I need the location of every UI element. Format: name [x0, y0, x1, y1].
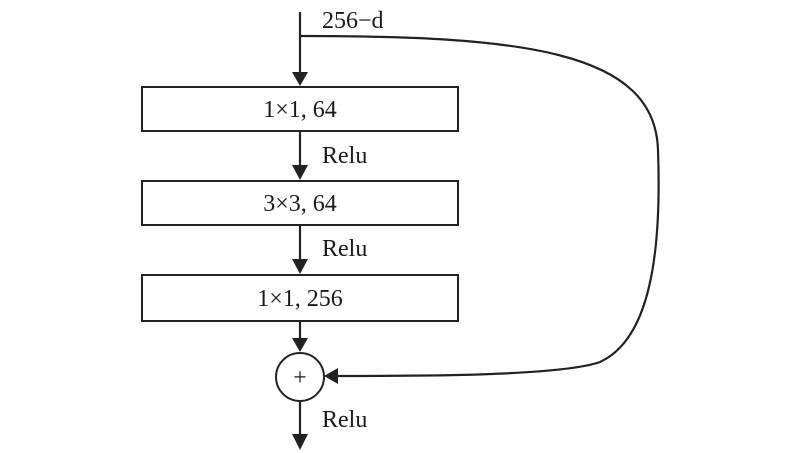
relu-label-3: Relu: [322, 407, 367, 433]
conv-block-1x1-64: [141, 86, 459, 132]
skip-connection-path: [299, 34, 660, 378]
conv-block-1x1-256-label: 1×1, 256: [257, 286, 343, 312]
input-dimension-label: 256−d: [322, 8, 384, 34]
addition-symbol: +: [293, 365, 307, 391]
conv-block-1x1-256: [141, 274, 459, 322]
output-arrowhead: [292, 434, 308, 450]
relu-label-1: Relu: [322, 143, 367, 169]
input-arrowhead: [292, 72, 308, 86]
arrowhead-block2-to-block3: [292, 259, 308, 274]
conv-block-3x3-64: [141, 180, 459, 226]
skip-connection-arrowhead: [324, 368, 338, 384]
conv-block-1x1-64-label: 1×1, 64: [263, 97, 337, 123]
arrowhead-block3-to-merge: [292, 338, 308, 352]
relu-label-2: Relu: [322, 236, 367, 262]
conv-block-3x3-64-label: 3×3, 64: [263, 191, 337, 217]
arrowhead-block1-to-block2: [292, 165, 308, 180]
